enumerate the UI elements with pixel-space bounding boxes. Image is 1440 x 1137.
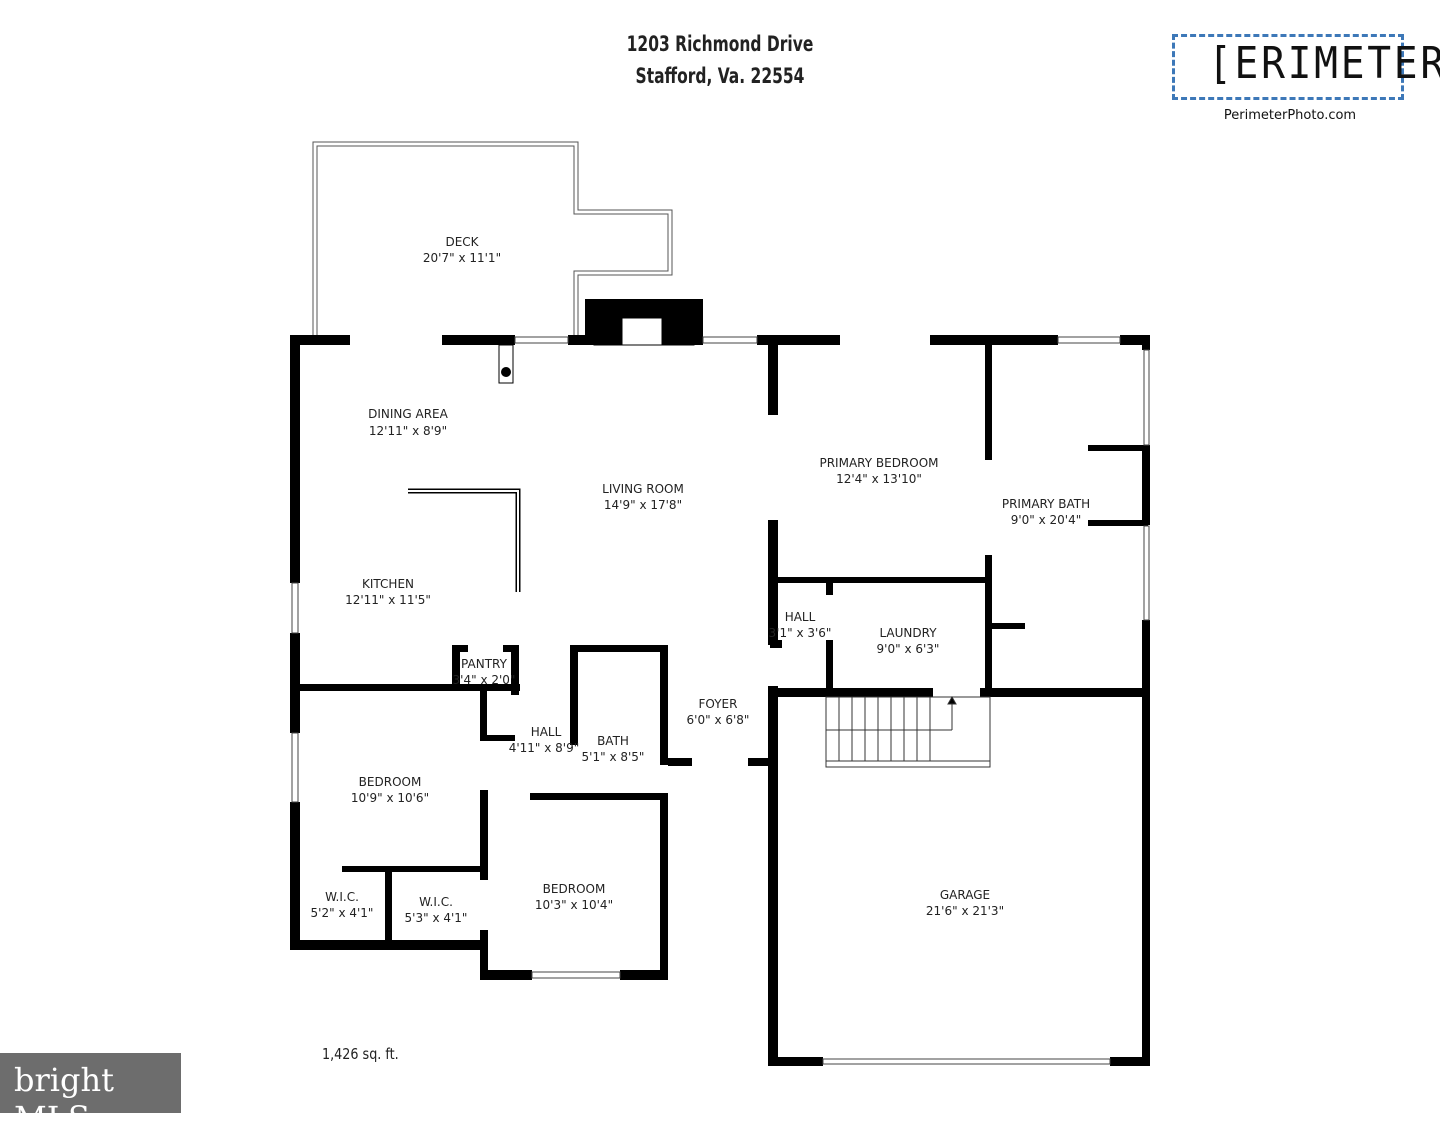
room-name: KITCHEN [362,577,414,591]
address-line2: Stafford, Va. 22554 [635,64,805,88]
room-name: LIVING ROOM [602,482,684,496]
room-size: 20'7" x 11'1" [423,251,501,265]
room-name: W.I.C. [419,895,453,909]
room-name: DINING AREA [368,407,449,421]
room-name: HALL [531,725,562,739]
total-area: 1,426 sq. ft. [322,1045,399,1063]
windows [291,336,1150,1065]
room-size: 12'4" x 13'10" [836,472,922,486]
room-name: BATH [597,734,629,748]
room-name: FOYER [699,697,738,711]
room-size: 10'9" x 10'6" [351,791,429,805]
room-size: 3'4" x 2'0" [453,673,516,687]
room-size: 6'0" x 6'8" [687,713,750,727]
room-name: HALL [785,610,816,624]
room-size: 3'1" x 3'6" [769,626,832,640]
stairs [825,695,991,768]
deck-outline [312,141,673,336]
room-name: BEDROOM [543,882,606,896]
fireplace [585,299,703,346]
perimeter-logo [1172,34,1404,100]
logo-brand: [ERIMETER [1208,38,1440,89]
room-size: 10'3" x 10'4" [535,898,613,912]
room-size: 5'1" x 8'5" [582,750,645,764]
walls [290,335,1150,1066]
room-size: 9'0" x 6'3" [877,642,940,656]
room-size: 21'6" x 21'3" [926,904,1004,918]
room-name: GARAGE [940,888,990,902]
address-line1: 1203 Richmond Drive [626,32,814,56]
room-name: PANTRY [461,657,508,671]
room-name: BEDROOM [359,775,422,789]
room-name: PRIMARY BEDROOM [819,456,938,470]
room-size: 5'3" x 4'1" [405,911,468,925]
room-labels: DECK 20'7" x 11'1" DINING AREA 12'11" x … [311,235,1091,925]
room-size: 12'11" x 8'9" [369,424,447,438]
logo-url: PerimeterPhoto.com [1223,108,1357,123]
watermark-text: bright MLS [14,1061,114,1137]
floor-plan: DECK 20'7" x 11'1" DINING AREA 12'11" x … [290,141,1150,1066]
room-name: DECK [445,235,479,249]
room-size: 14'9" x 17'8" [604,498,682,512]
room-size: 9'0" x 20'4" [1011,513,1082,527]
bright-mls-watermark: bright MLS [0,1053,181,1137]
room-size: 5'2" x 4'1" [311,906,374,920]
room-size: 12'11" x 11'5" [345,593,431,607]
room-name: LAUNDRY [879,626,937,640]
room-name: W.I.C. [325,890,359,904]
room-size: 4'11" x 8'9" [509,741,580,755]
room-name: PRIMARY BATH [1002,497,1090,511]
